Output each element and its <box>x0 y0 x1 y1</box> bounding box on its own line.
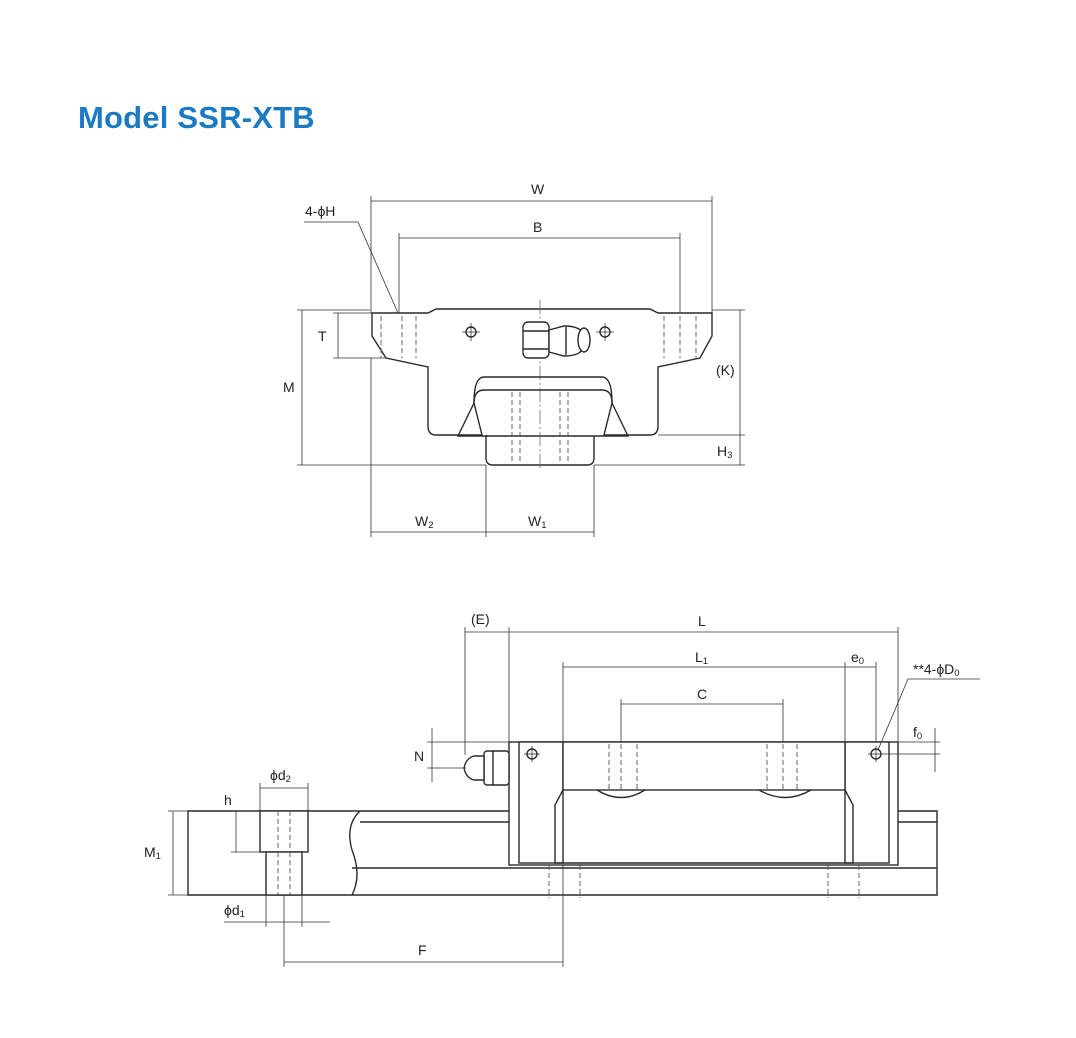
label-E: (E) <box>471 611 490 627</box>
grease-nipple-icon <box>463 750 510 786</box>
label-K: (K) <box>716 362 735 378</box>
label-phi-d2: ϕd2 <box>270 767 291 785</box>
label-H3: H3 <box>717 443 732 461</box>
label-C: C <box>697 686 707 702</box>
label-W2: W2 <box>415 513 434 531</box>
block-side <box>463 741 899 866</box>
front-view <box>297 196 745 537</box>
label-e0: e0 <box>851 649 864 667</box>
side-view <box>168 627 980 967</box>
grease-nipple-icon <box>522 321 591 359</box>
label-phi-d1: ϕd1 <box>224 902 245 920</box>
block-outline <box>371 308 713 436</box>
label-N: N <box>414 748 424 764</box>
label-L1: L1 <box>695 649 708 667</box>
label-F: F <box>418 942 427 958</box>
label-4-phi-D0: **4-ϕD0 <box>913 661 960 679</box>
model-title: Model SSR-XTB <box>78 100 315 135</box>
label-f0: f0 <box>913 724 922 742</box>
label-B: B <box>533 219 542 235</box>
label-L: L <box>698 613 706 629</box>
label-4-phi-H: 4-ϕH <box>305 203 335 219</box>
label-W1: W1 <box>528 513 547 531</box>
dimension-labels: W B 4-ϕH T M (K) H3 W2 W1 (E) L L1 e0 **… <box>144 181 960 958</box>
label-h: h <box>224 792 232 808</box>
label-M: M <box>283 379 295 395</box>
label-T: T <box>318 328 327 344</box>
label-M1: M1 <box>144 844 161 862</box>
rail-head-profile <box>456 389 630 437</box>
screw-hole-icon <box>462 323 614 341</box>
label-W: W <box>531 181 545 197</box>
